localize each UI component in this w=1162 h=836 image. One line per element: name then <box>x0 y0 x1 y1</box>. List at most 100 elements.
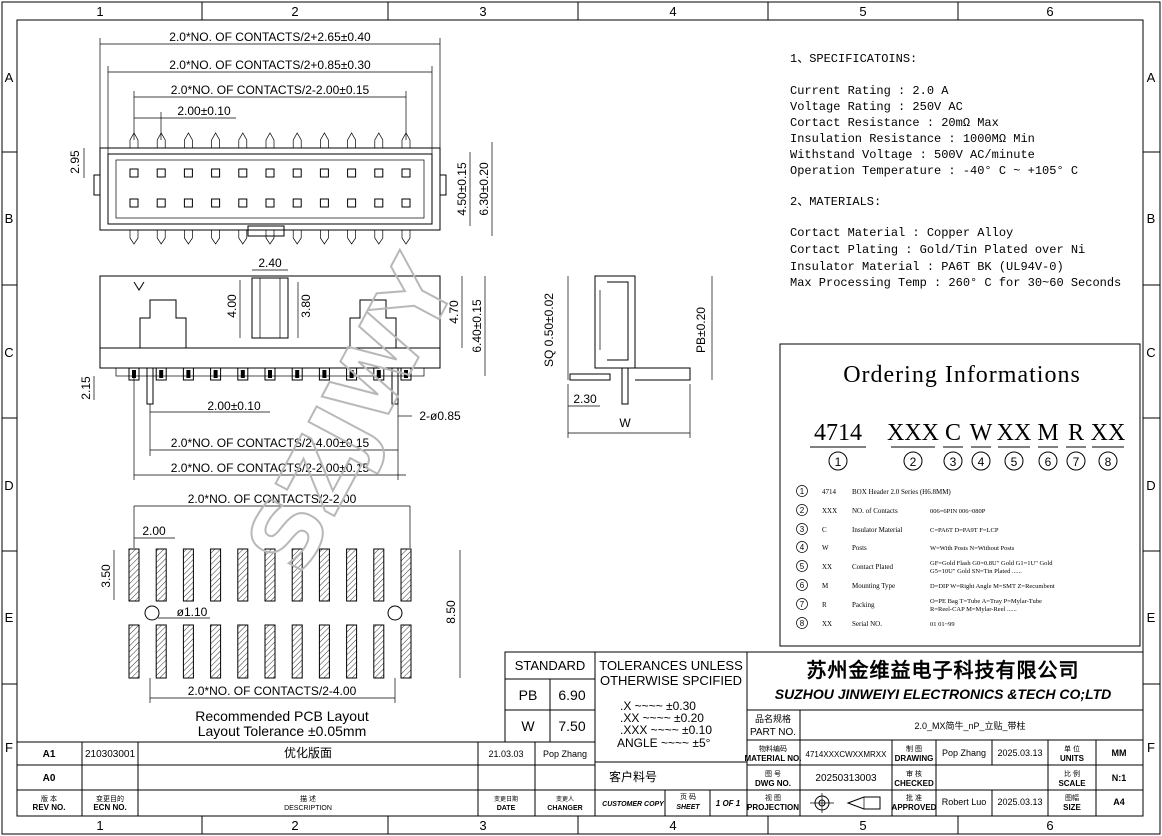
pcb-pad <box>373 624 385 679</box>
desc-header: DESCRIPTION <box>284 805 332 812</box>
tolerance-line: ANGLE ~~~~ ±5° <box>617 736 711 750</box>
material-line: Cortact Material : Copper Alloy <box>790 226 1013 240</box>
pin-lead <box>320 230 329 245</box>
standard-value: 7.50 <box>558 718 585 734</box>
order-number-circle <box>1038 451 1058 471</box>
material-label: MATERIAL NO. <box>744 754 801 763</box>
smt-lead-foot <box>213 370 218 378</box>
smt-lead-foot <box>349 370 354 378</box>
smt-lead <box>291 367 303 381</box>
row-number-circle <box>796 485 808 497</box>
pin-lead <box>211 132 220 148</box>
row-desc: O=PE Bag T=Tube A=Tray P=Mylar-Tube <box>930 598 1042 605</box>
dim-label: 2.0*NO. OF CONTACTS/2+0.85±0.30 <box>169 58 371 72</box>
customer-label-cn: 客户料号 <box>609 769 657 784</box>
specifications: 1、SPECIFICATOINS: Current Rating : 2.0 A… <box>790 52 1121 290</box>
pin-lead <box>184 132 193 148</box>
row-code: XX <box>822 563 832 571</box>
approved-label-cn: 批 准 <box>906 793 922 802</box>
row-desc: W=With Posts N=Without Posts <box>930 545 1015 552</box>
smt-lead <box>318 367 330 381</box>
row-desc: G5=10U" Gold SN=Tin Plated ...... <box>930 568 1022 575</box>
dim-label: 2.00 <box>142 524 166 538</box>
order-code: XX <box>997 420 1032 446</box>
smt-lead-foot <box>322 370 327 378</box>
row-number: 2 <box>800 506 805 515</box>
row-name: Posts <box>852 544 867 552</box>
standard-key: PB <box>519 687 538 703</box>
pcb-pad <box>237 548 249 602</box>
dim-label: 2.0*NO. OF CONTACTS/2+2.65±0.40 <box>169 30 371 44</box>
revision-table: A1 210303001 优化版面 21.03.03 Pop Zhang A0 … <box>17 741 595 816</box>
smt-lead-foot <box>268 370 272 378</box>
order-number: 8 <box>1105 455 1112 469</box>
drawing-name: Pop Zhang <box>942 748 986 758</box>
pin-lead <box>347 230 356 245</box>
smt-lead-foot <box>295 370 300 378</box>
scale-label: SCALE <box>1058 779 1086 788</box>
row-number-circle <box>796 617 808 629</box>
row-name: Packing <box>852 601 875 609</box>
dim-label: 4.50±0.15 <box>455 162 469 216</box>
pin-square <box>156 198 166 208</box>
tolerance-line: .XXX ~~~~ ±0.10 <box>620 723 712 737</box>
size-value: A4 <box>1113 797 1125 807</box>
material-label-cn: 物料编码 <box>759 744 787 753</box>
material-line: Max Processing Temp : 260° C for 30~60 S… <box>790 276 1121 290</box>
pcb-pad <box>155 624 167 679</box>
order-number-circle <box>943 451 963 471</box>
customer-label: CUSTOMER COPY <box>602 801 665 808</box>
row-number-circle <box>796 541 808 553</box>
part-label-cn: 品名规格 <box>755 713 791 724</box>
size-label: SIZE <box>1063 803 1081 812</box>
end-view: SQ 0.50±0.02 PB±0.20 2.30 W <box>542 275 713 438</box>
row-number-circle <box>796 523 808 535</box>
dim-label: 3.50 <box>99 564 113 588</box>
company-name-cn: 苏州金维益电子科技有限公司 <box>807 658 1080 682</box>
spec-title: 1、SPECIFICATOINS: <box>790 52 917 66</box>
materials-title: 2、MATERIALS: <box>790 195 881 209</box>
order-number-circle <box>1066 451 1086 471</box>
tolerance-title: TOLERANCES UNLESS <box>599 658 743 673</box>
dwg-value: 20250313003 <box>815 773 877 784</box>
row-label: C <box>1146 345 1155 360</box>
pcb-pad <box>346 624 358 679</box>
smt-lead-foot <box>132 370 136 378</box>
row-label: D <box>4 478 13 493</box>
order-number-circle <box>828 451 848 471</box>
approved-name: Robert Luo <box>942 797 987 807</box>
pin-square <box>129 198 139 208</box>
pin-square <box>319 168 329 178</box>
pin-square <box>211 168 221 178</box>
pin-square <box>319 198 329 208</box>
row-name: Contact Plated <box>852 563 894 571</box>
dim-label: 2.00±0.10 <box>207 399 261 413</box>
order-number-circle <box>1004 451 1024 471</box>
row-name: Insulator Material <box>852 526 902 534</box>
col-label: 3 <box>479 818 486 833</box>
pin-square <box>265 168 275 178</box>
row-name: BOX Header 2.0 Series (H6.8MM) <box>852 488 951 496</box>
order-number: 7 <box>1073 455 1080 469</box>
dim-label: 2.15 <box>79 376 93 400</box>
pin-lead <box>129 230 139 245</box>
pcb-pad <box>400 548 412 602</box>
pin-square <box>347 198 357 208</box>
col-label: 2 <box>291 4 298 19</box>
rev-changer: Pop Zhang <box>543 749 587 759</box>
projection-label-cn: 视 图 <box>765 793 781 802</box>
row-number: 1 <box>800 487 805 496</box>
desc-header-cn: 描 述 <box>300 794 316 803</box>
row-number-circle <box>796 560 808 572</box>
dim-label: 2.00±0.10 <box>177 104 231 118</box>
standard-value: 6.90 <box>558 687 585 703</box>
row-label: F <box>5 740 13 755</box>
pcb-note: Layout Tolerance ±0.05mm <box>198 723 367 739</box>
dim-label: ø1.10 <box>177 605 208 619</box>
dim-label: 2.0*NO. OF CONTACTS/2-2.00±0.15 <box>171 461 370 475</box>
row-label: C <box>4 345 13 360</box>
row-number-circle <box>796 598 808 610</box>
pin-square <box>129 168 139 178</box>
units-label: UNITS <box>1060 754 1085 763</box>
